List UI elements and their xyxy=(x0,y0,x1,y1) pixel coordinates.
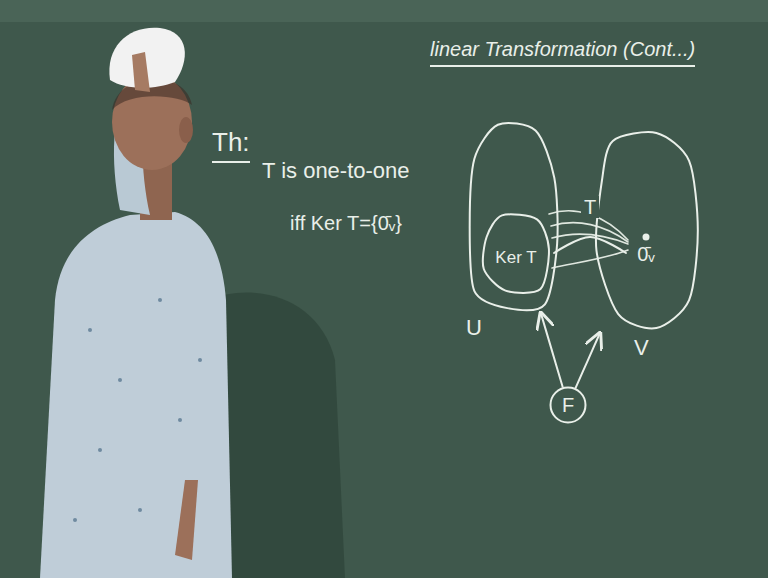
node-label: F xyxy=(562,394,574,417)
set-blob: V0̄ᵥ xyxy=(588,128,703,333)
node-label: U xyxy=(466,315,482,340)
board-top xyxy=(0,0,768,22)
fan-lines xyxy=(549,211,628,268)
node-label: Ker T xyxy=(495,248,536,268)
node-outline xyxy=(588,128,703,333)
set-blob: Ker T xyxy=(478,210,554,296)
board-note: iff Ker T={0̄ᵥ} xyxy=(290,212,402,235)
blob-outline xyxy=(596,132,698,328)
circle-node: F xyxy=(549,386,587,424)
blob-outline xyxy=(483,214,549,292)
node-label: 0̄ᵥ xyxy=(637,243,655,266)
point-dot xyxy=(643,234,650,241)
map-arrow xyxy=(554,237,626,253)
map-arrow xyxy=(576,333,600,388)
blob-outline xyxy=(470,123,558,310)
point-node: 0̄ᵥ xyxy=(626,232,666,274)
set-blob: UKer T xyxy=(462,118,562,313)
board-note: T is one-to-one xyxy=(262,158,410,183)
circle-outline xyxy=(551,388,586,423)
shirt xyxy=(40,212,232,578)
hand-low xyxy=(175,480,198,560)
board-note: Th: xyxy=(212,128,250,163)
node-outline xyxy=(462,118,562,313)
head xyxy=(112,74,192,170)
ear xyxy=(179,117,193,143)
map-arrow xyxy=(541,313,563,387)
edge-label: T xyxy=(581,196,599,218)
node-label: V xyxy=(634,335,649,360)
hand xyxy=(132,52,150,92)
shirt-dots xyxy=(73,298,202,522)
slide-title: linear Transformation (Cont...) xyxy=(430,38,695,67)
